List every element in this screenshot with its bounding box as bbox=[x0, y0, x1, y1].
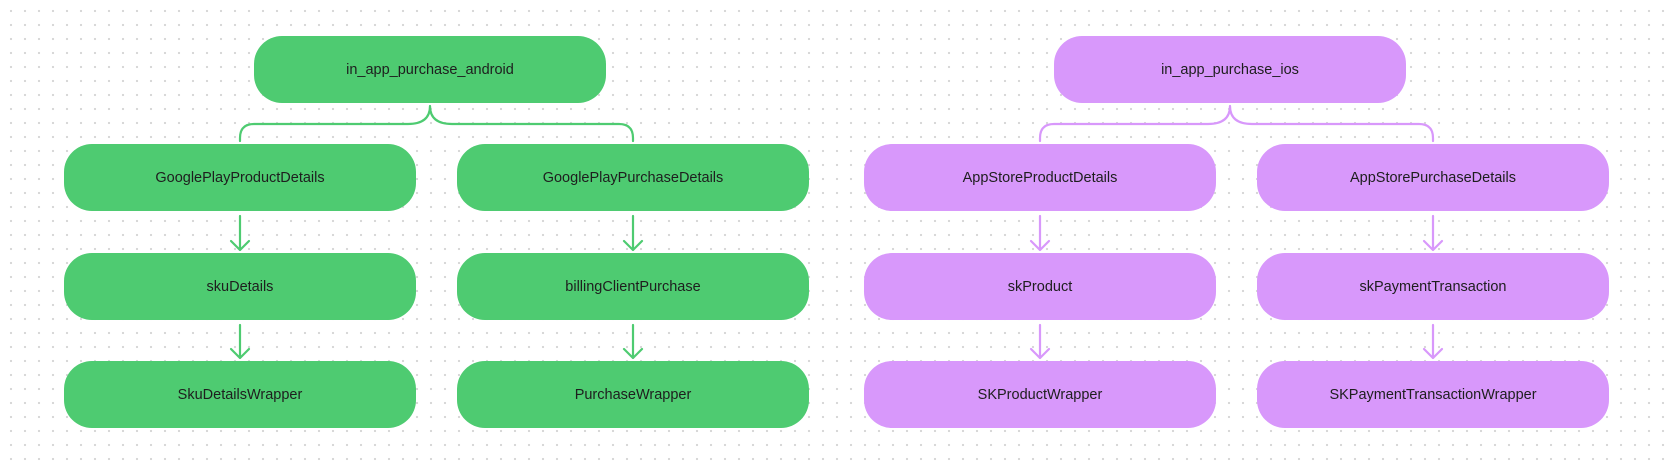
purchase-wrapper-label: PurchaseWrapper bbox=[574, 386, 692, 403]
sk-product-wrapper-node: SKProductWrapper bbox=[864, 361, 1216, 428]
sk-payment-transaction-wrapper-node: SKPaymentTransactionWrapper bbox=[1257, 361, 1609, 428]
sku-details-wrapper-label: SkuDetailsWrapper bbox=[177, 386, 303, 403]
android-connectors bbox=[229, 104, 644, 360]
arrow-product-details-to-sk-product bbox=[1029, 214, 1051, 252]
sku-details-wrapper-node: SkuDetailsWrapper bbox=[64, 361, 416, 428]
app-store-product-details-label: AppStoreProductDetails bbox=[962, 169, 1118, 186]
app-store-purchase-details-label: AppStorePurchaseDetails bbox=[1349, 169, 1517, 186]
sk-payment-transaction-node: skPaymentTransaction bbox=[1257, 253, 1609, 320]
sku-details-node: skuDetails bbox=[64, 253, 416, 320]
app-store-product-details-node: AppStoreProductDetails bbox=[864, 144, 1216, 211]
arrow-billing-client-to-wrapper bbox=[622, 323, 644, 360]
arrow-purchase-details-to-sk-payment-transaction bbox=[1422, 214, 1444, 252]
ios-connectors bbox=[1029, 104, 1444, 360]
arrow-sk-product-to-wrapper bbox=[1029, 323, 1051, 360]
arrow-sku-details-to-wrapper bbox=[229, 323, 251, 360]
billing-client-purchase-label: billingClientPurchase bbox=[565, 278, 701, 295]
sk-payment-transaction-wrapper-label: SKPaymentTransactionWrapper bbox=[1329, 386, 1537, 403]
ios-root-node: in_app_purchase_ios bbox=[1054, 36, 1406, 103]
sk-product-wrapper-label: SKProductWrapper bbox=[977, 386, 1103, 403]
google-play-product-details-node: GooglePlayProductDetails bbox=[64, 144, 416, 211]
ios-root-label: in_app_purchase_ios bbox=[1161, 61, 1299, 78]
android-root-label: in_app_purchase_android bbox=[346, 61, 514, 78]
sk-payment-transaction-label: skPaymentTransaction bbox=[1359, 278, 1507, 295]
sk-product-label: skProduct bbox=[1007, 278, 1073, 295]
sk-product-node: skProduct bbox=[864, 253, 1216, 320]
arrow-purchase-details-to-billing-client bbox=[622, 214, 644, 252]
arrow-sk-payment-transaction-to-wrapper bbox=[1422, 323, 1444, 360]
sku-details-label: skuDetails bbox=[206, 278, 274, 295]
google-play-purchase-details-label: GooglePlayPurchaseDetails bbox=[542, 169, 724, 186]
purchase-wrapper-node: PurchaseWrapper bbox=[457, 361, 809, 428]
app-store-purchase-details-node: AppStorePurchaseDetails bbox=[1257, 144, 1609, 211]
google-play-purchase-details-node: GooglePlayPurchaseDetails bbox=[457, 144, 809, 211]
ios-brace-connector bbox=[1038, 104, 1435, 143]
android-root-node: in_app_purchase_android bbox=[254, 36, 606, 103]
google-play-product-details-label: GooglePlayProductDetails bbox=[155, 169, 325, 186]
arrow-product-details-to-sku-details bbox=[229, 214, 251, 252]
android-brace-connector bbox=[238, 104, 635, 143]
billing-client-purchase-node: billingClientPurchase bbox=[457, 253, 809, 320]
